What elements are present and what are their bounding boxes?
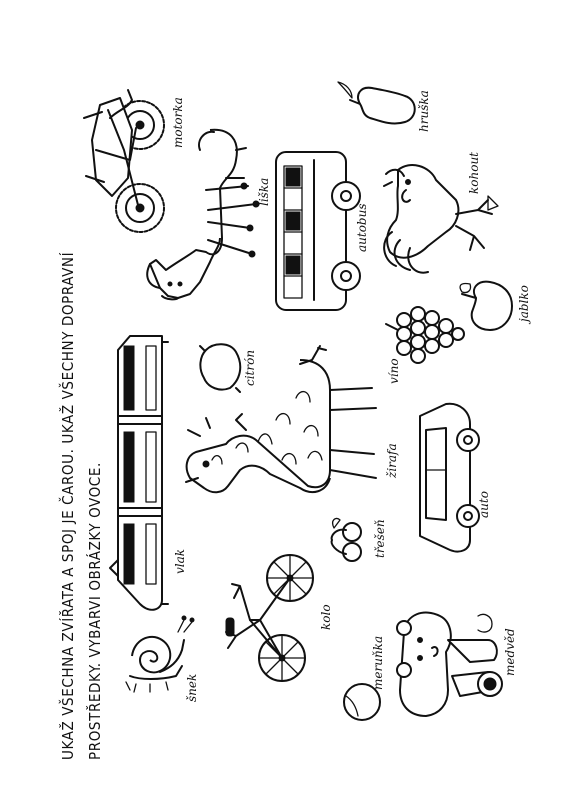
- label-kohout: kohout: [467, 152, 481, 194]
- motorcycle-icon[interactable]: [83, 89, 165, 233]
- instruction-line-1: UKAŽ VŠECHNA ZVÍŘATA A SPOJ JE ČAROU. UK…: [58, 252, 77, 760]
- label-tresen: třešeň: [373, 519, 387, 558]
- label-hruska: hruška: [417, 90, 431, 132]
- label-auto: auto: [477, 491, 491, 518]
- car-icon[interactable]: [419, 402, 480, 553]
- label-citron: citrón: [243, 350, 257, 386]
- label-vlak: vlak: [173, 549, 187, 574]
- bus-icon[interactable]: [275, 151, 361, 311]
- bear-icon[interactable]: [396, 611, 503, 717]
- instruction-line-2: PROSTŘEDKY. VYBARVI OBRÁZKY OVOCE.: [85, 462, 104, 760]
- label-snek: šnek: [185, 674, 199, 702]
- label-motorka: motorka: [171, 97, 185, 148]
- label-kolo: kolo: [319, 604, 333, 630]
- apple-icon[interactable]: [459, 280, 513, 331]
- label-zirafa: žirafa: [385, 443, 399, 479]
- rooster-icon[interactable]: [383, 164, 499, 274]
- lemon-icon[interactable]: [199, 343, 242, 393]
- label-medved: medvěd: [503, 628, 517, 676]
- fox-icon[interactable]: [146, 128, 260, 301]
- grapes-icon[interactable]: [385, 306, 465, 364]
- snail-icon[interactable]: [125, 615, 195, 693]
- giraffe-icon[interactable]: [185, 345, 377, 494]
- pear-icon[interactable]: [337, 81, 416, 125]
- label-autobus: autobus: [355, 204, 369, 253]
- label-liska: liška: [257, 178, 271, 206]
- bicycle-icon[interactable]: [225, 554, 314, 682]
- label-vino: víno: [387, 358, 401, 384]
- cherries-icon[interactable]: [330, 517, 362, 562]
- label-jablko: jablko: [517, 285, 531, 325]
- train-icon[interactable]: [109, 335, 169, 611]
- apricot-icon[interactable]: [343, 683, 381, 721]
- label-merunka: meruňka: [371, 636, 385, 690]
